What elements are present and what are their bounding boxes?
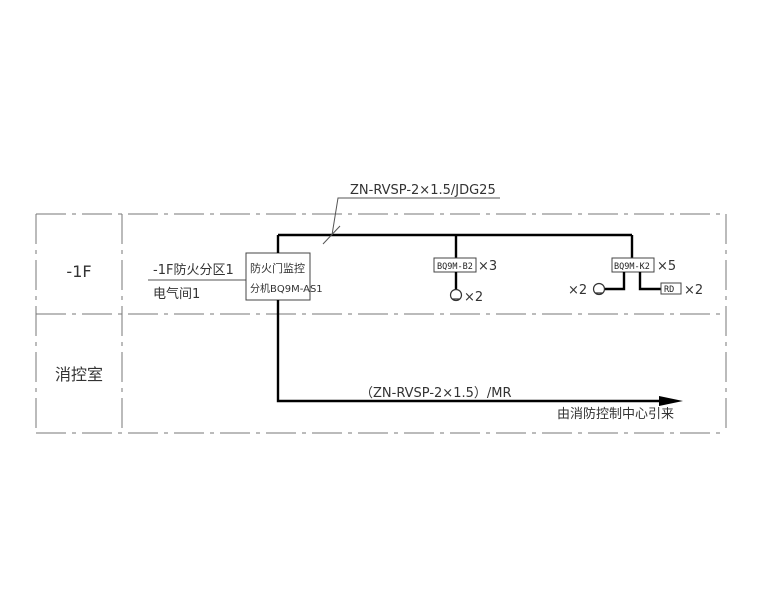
bottom-cable-annotation: （ZN-RVSP-2×1.5）/MR bbox=[360, 386, 512, 401]
room-label: 电气间1 bbox=[153, 286, 200, 302]
controller-label-line2: 分机BQ9M-AS1 bbox=[250, 282, 323, 295]
rd-device-qty: ×2 bbox=[684, 283, 703, 298]
k2-device-box bbox=[611, 257, 655, 273]
b2-device-label: BQ9M-B2 bbox=[437, 262, 473, 272]
floor-label-control-room: 消控室 bbox=[55, 365, 103, 384]
b2-sub-qty: ×2 bbox=[464, 290, 483, 305]
floor-label-b1: -1F bbox=[66, 262, 91, 281]
k2-left-device-icon bbox=[592, 282, 606, 296]
feed-arrow-icon bbox=[659, 396, 683, 406]
zone-label: -1F防火分区1 bbox=[153, 262, 234, 278]
cable-tick bbox=[322, 225, 341, 245]
source-note: 由消防控制中心引来 bbox=[557, 406, 674, 422]
floor-table bbox=[35, 213, 727, 434]
top-cable-annotation: ZN-RVSP-2×1.5/JDG25 bbox=[350, 183, 496, 198]
k2-device-label: BQ9M-K2 bbox=[614, 262, 650, 272]
k2-left-qty: ×2 bbox=[568, 283, 587, 298]
b2-device-qty: ×3 bbox=[478, 259, 497, 274]
k2-device-qty: ×5 bbox=[657, 259, 676, 274]
bottom-feed-wire bbox=[276, 300, 672, 403]
cable-leader bbox=[331, 197, 500, 236]
b2-sub-device-icon bbox=[449, 288, 463, 302]
rd-device-box bbox=[660, 282, 682, 295]
rd-device-label: RD bbox=[664, 285, 674, 295]
k2-right-branch-wire bbox=[638, 272, 661, 291]
k2-left-branch-wire bbox=[605, 272, 626, 291]
controller-label-line1: 防火门监控 bbox=[250, 261, 305, 275]
